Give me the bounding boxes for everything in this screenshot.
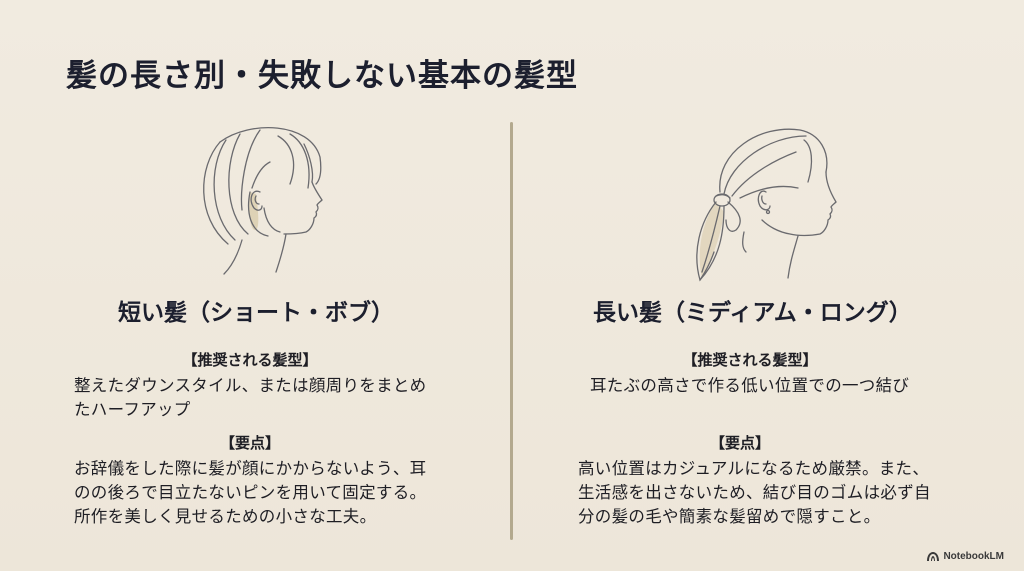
notebooklm-logo-icon xyxy=(927,552,940,561)
text-line: 所作を美しく見せるための小さな工夫。 xyxy=(74,507,377,526)
recommended-style-text: 耳たぶの高さで作る低い位置での一つ結び xyxy=(590,374,970,398)
text-line: 整えたダウンスタイル、または顔周りをまとめ xyxy=(74,376,427,395)
text-line: お辞儀をした際に髪が顔にかからないよう、耳 xyxy=(74,459,427,478)
long-hair-heading: 長い髪（ミディアム・ロング） xyxy=(593,299,912,326)
text-line: 生活感を出さないため、結び目のゴムは必ず自 xyxy=(578,483,931,502)
recommended-style-label: 【推奨される髪型】 xyxy=(682,351,818,369)
key-points-text: 高い位置はカジュアルになるため厳禁。また、 生活感を出さないため、結び目のゴムは… xyxy=(578,457,978,529)
text-line: 高い位置はカジュアルになるため厳禁。また、 xyxy=(578,459,930,478)
slide-title: 髪の長さ別・失敗しない基本の髪型 xyxy=(66,58,578,94)
brand-label: NotebookLM xyxy=(943,551,1004,562)
text-line: 耳たぶの高さで作る低い位置での一つ結び xyxy=(590,376,910,395)
text-line: 分の髪の毛や簡素な髪留めで隠すこと。 xyxy=(578,507,881,526)
text-line: たハーフアップ xyxy=(74,400,191,419)
short-bob-illustration-icon xyxy=(180,122,360,292)
short-hair-heading: 短い髪（ショート・ボブ） xyxy=(118,299,394,326)
short-hair-column: 短い髪（ショート・ボブ） 【推奨される髪型】 整えたダウンスタイル、または顔周り… xyxy=(60,0,500,571)
column-divider xyxy=(510,122,513,540)
key-points-label: 【要点】 xyxy=(219,434,280,452)
key-points-text: お辞儀をした際に髪が顔にかからないよう、耳 のの後ろで目立たないピンを用いて固定… xyxy=(74,457,454,529)
text-line: のの後ろで目立たないピンを用いて固定する。 xyxy=(74,483,427,502)
recommended-style-text: 整えたダウンスタイル、または顔周りをまとめ たハーフアップ xyxy=(74,374,454,422)
notebooklm-watermark: NotebookLM xyxy=(927,551,1004,562)
long-hair-column: 長い髪（ミディアム・ロング） 【推奨される髪型】 耳たぶの高さで作る低い位置での… xyxy=(560,0,1000,571)
key-points-label: 【要点】 xyxy=(709,434,770,452)
recommended-style-label: 【推奨される髪型】 xyxy=(182,351,318,369)
low-ponytail-illustration-icon xyxy=(680,122,860,292)
